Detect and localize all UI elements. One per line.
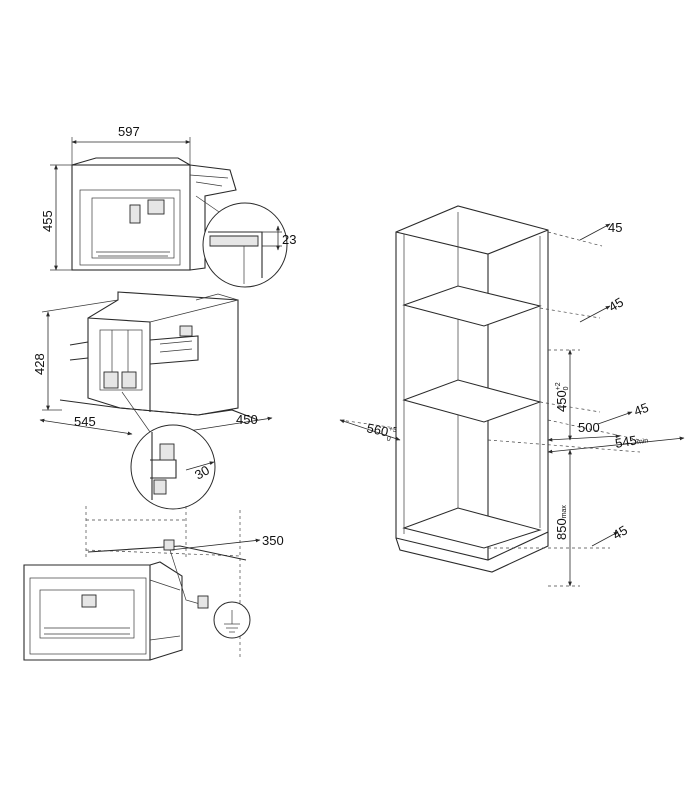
dim-545-suffix: min bbox=[637, 437, 649, 446]
dim-45-top-label: 45 bbox=[608, 220, 622, 235]
dim-45-bottom-label: 45 bbox=[610, 522, 630, 542]
dim-545-label: 545 bbox=[74, 414, 96, 429]
dim-45-shelf-label: 45 bbox=[606, 294, 626, 314]
dim-450-tol-high: +2 bbox=[555, 382, 562, 390]
dim-450-niche-value: 450 bbox=[554, 390, 569, 412]
dim-560-tol-low: 0 bbox=[386, 436, 391, 444]
column-niche-view: 45 45 450+20 45 500 545min 560+50 850max… bbox=[339, 205, 685, 587]
cabinet-installation-view: 350 bbox=[23, 506, 284, 661]
dim-560: 560+50 bbox=[365, 420, 398, 444]
svg-text:545min: 545min bbox=[614, 430, 649, 451]
dim-428-label: 428 bbox=[32, 353, 47, 375]
dim-597-label: 597 bbox=[118, 124, 140, 139]
dim-850-value: 850 bbox=[554, 518, 569, 540]
dim-545-min: 545min bbox=[614, 430, 649, 451]
unit-iso-view: 428 545 450 30 bbox=[32, 291, 273, 510]
svg-text:560+50: 560+50 bbox=[365, 420, 398, 444]
dim-560-tol-high: +5 bbox=[388, 426, 397, 435]
dim-450-niche: 450+20 bbox=[554, 382, 570, 412]
dim-850-suffix: max bbox=[561, 505, 568, 519]
svg-text:850max: 850max bbox=[554, 505, 569, 540]
dim-560-value: 560 bbox=[365, 420, 389, 439]
oven-front-view: 597 455 23 bbox=[40, 124, 296, 288]
dim-23-label: 23 bbox=[282, 232, 296, 247]
dim-30-label: 30 bbox=[192, 462, 212, 482]
dim-455-label: 455 bbox=[40, 210, 55, 232]
dim-500-label: 500 bbox=[578, 420, 600, 435]
svg-text:450+20: 450+20 bbox=[554, 382, 570, 412]
dim-545-value: 545 bbox=[614, 432, 638, 451]
dim-850-max: 850max bbox=[554, 505, 569, 540]
dim-45-side-label: 45 bbox=[632, 400, 651, 419]
dim-450-label: 450 bbox=[236, 412, 258, 427]
dim-350-label: 350 bbox=[262, 533, 284, 548]
dim-450-tol-low: 0 bbox=[563, 386, 570, 390]
